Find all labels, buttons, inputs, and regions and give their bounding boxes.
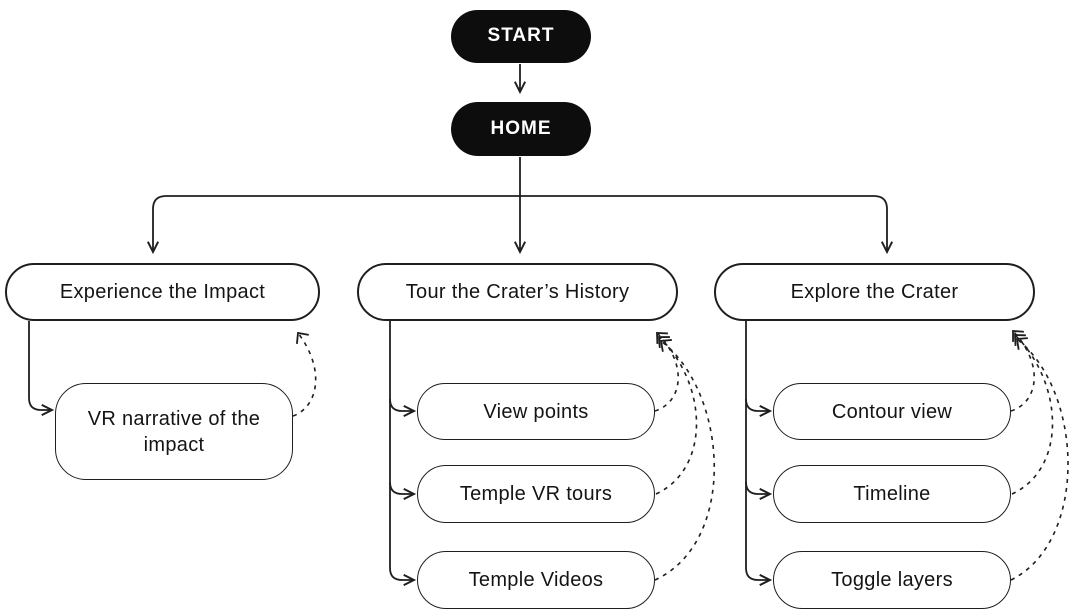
node-temple-vr-tours: Temple VR tours xyxy=(417,465,655,523)
node-view-points: View points xyxy=(417,383,655,440)
node-experience-the-impact-label: Experience the Impact xyxy=(59,281,266,303)
node-explore-the-crater: Explore the Crater xyxy=(714,263,1035,321)
edge-tour-to-temple-videos xyxy=(389,567,417,587)
edge-explore-to-toggle-layers xyxy=(745,567,773,587)
edge-explore-to-contour-view xyxy=(745,398,773,418)
edge-return-temple-vr-tours xyxy=(655,337,698,495)
node-temple-vr-tours-label: Temple VR tours xyxy=(459,483,613,505)
node-tour-the-craters-history-label: Tour the Crater’s History xyxy=(405,281,630,303)
edge-return-vr-narrative xyxy=(292,333,317,417)
node-toggle-layers: Toggle layers xyxy=(773,551,1011,609)
edge-home-to-explore xyxy=(520,195,894,255)
edge-experience-to-vr-narrative xyxy=(28,321,55,417)
node-explore-the-crater-label: Explore the Crater xyxy=(790,281,959,303)
node-toggle-layers-label: Toggle layers xyxy=(831,569,953,591)
edge-return-toggle-layers xyxy=(1010,339,1069,581)
node-view-points-label: View points xyxy=(483,400,589,423)
node-timeline-label: Timeline xyxy=(853,483,931,505)
node-temple-videos: Temple Videos xyxy=(417,551,655,609)
node-tour-the-craters-history: Tour the Crater’s History xyxy=(357,263,678,321)
edge-return-timeline xyxy=(1011,335,1054,495)
edge-return-temple-videos xyxy=(654,341,715,581)
node-contour-view-label: Contour view xyxy=(831,400,953,423)
edge-tour-to-view-points xyxy=(389,398,417,418)
node-contour-view: Contour view xyxy=(773,383,1011,440)
node-home: HOME xyxy=(451,102,591,156)
edge-explore-to-timeline xyxy=(745,481,773,501)
node-vr-narrative-label: VR narrative of the impact xyxy=(87,407,261,456)
node-start: START xyxy=(451,10,591,63)
node-experience-the-impact: Experience the Impact xyxy=(5,263,320,321)
edge-tour-to-temple-vr-tours xyxy=(389,481,417,501)
node-timeline: Timeline xyxy=(773,465,1011,523)
node-vr-narrative: VR narrative of the impact xyxy=(55,383,293,480)
node-start-label: START xyxy=(487,25,555,47)
edge-home-to-experience xyxy=(146,195,520,255)
node-home-label: HOME xyxy=(490,117,552,139)
node-temple-videos-label: Temple Videos xyxy=(468,569,604,591)
